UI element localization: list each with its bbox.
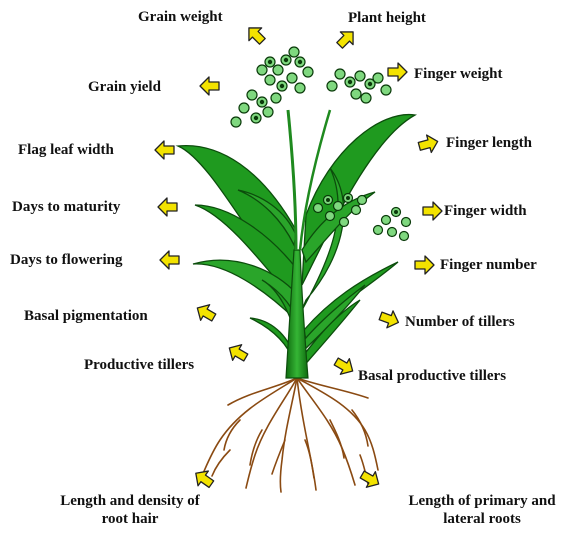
roots [200,378,378,492]
label-basal-pigmentation: Basal pigmentation [24,307,148,325]
arrow-icon [191,466,217,492]
label-grain-yield: Grain yield [88,78,161,96]
label-finger-width: Finger width [444,202,527,220]
label-productive-tillers: Productive tillers [84,356,194,374]
arrow-icon [358,467,383,492]
label-plant-height: Plant height [348,9,426,27]
label-days-to-flowering: Days to flowering [10,251,123,269]
arrow-icon [243,22,269,48]
arrow-icon [417,133,440,155]
label-finger-number: Finger number [440,256,537,274]
arrow-icon [160,251,179,269]
arrow-icon [333,26,359,52]
label-finger-weight: Finger weight [414,65,502,83]
arrow-icon [200,77,219,95]
label-flag-leaf-width: Flag leaf width [18,141,114,159]
arrow-icon [377,307,401,330]
label-basal-productive-tillers: Basal productive tillers [358,367,506,385]
arrow-icon [332,354,357,379]
arrow-icon [415,256,434,274]
arrow-icon [423,202,442,220]
arrow-icon [155,141,174,159]
arrow-icon [388,63,407,81]
label-grain-weight: Grain weight [138,8,223,26]
label-number-of-tillers: Number of tillers [405,313,515,331]
label-roots-line1: Length of primary and [384,492,580,510]
label-root-hair-line1: Length and density of [32,492,228,510]
label-days-to-maturity: Days to maturity [12,198,120,216]
arrow-icon [225,340,250,365]
label-roots: Length of primary and lateral roots [384,492,580,528]
arrow-icon [193,300,218,325]
label-finger-length: Finger length [446,134,532,152]
arrow-icon [158,198,177,216]
label-roots-line2: lateral roots [384,510,580,528]
label-root-hair-line2: root hair [32,510,228,528]
label-root-hair: Length and density of root hair [32,492,228,528]
